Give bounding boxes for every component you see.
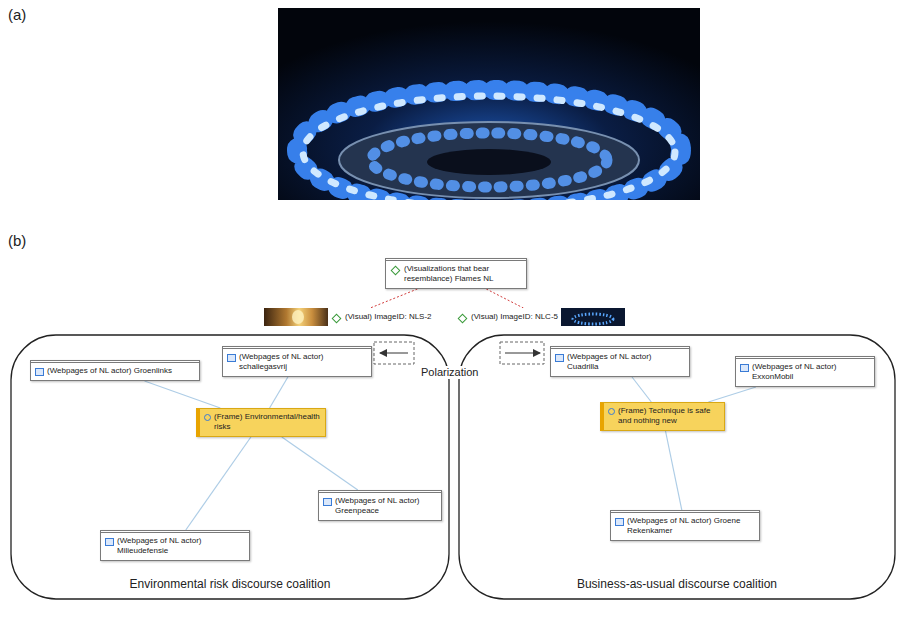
- connector: [666, 431, 682, 510]
- flame-core: [303, 96, 675, 200]
- entity-icon: [740, 364, 749, 372]
- entity-icon: [204, 414, 211, 421]
- node-text: (Visual) ImageID: NLC-5: [471, 312, 558, 322]
- coalition-region: Business-as-usual discourse coalition (We…: [458, 334, 896, 600]
- polarization-arrow: [380, 353, 408, 354]
- inner-flames: [371, 133, 607, 187]
- connector: [370, 289, 417, 308]
- actor-box: (Webpages of NL actor) Groenlinks: [30, 360, 200, 381]
- connector: [186, 437, 251, 530]
- node-text: (Webpages of NL actor) schaliegasvrij: [239, 352, 366, 372]
- panel-label: (b): [8, 232, 26, 250]
- visual-item: (Visual) ImageID: NLS-2: [262, 308, 434, 326]
- coalition-border: [11, 335, 449, 599]
- connector: [632, 377, 651, 402]
- node-text: Business-as-usual discourse coalition: [458, 577, 896, 591]
- entity-icon: [35, 368, 44, 376]
- flame-ring: [297, 90, 681, 200]
- entity-icon: [227, 354, 236, 362]
- node-text: (Frame) Technique is safe and nothing ne…: [618, 406, 719, 426]
- actor-box: (Webpages of NL actor) Groene Rekenkamer: [610, 510, 760, 541]
- coalition-region: Environmental risk discourse coalition (W…: [10, 334, 450, 600]
- flame-photo: [278, 8, 700, 200]
- image-thumbnail: [264, 308, 328, 326]
- actor-box: (Webpages of NL actor) Greenpeace: [318, 490, 442, 521]
- actor-box: (Visualizations that bear resemblance) F…: [385, 258, 527, 289]
- frame-box: (Frame) Technique is safe and nothing ne…: [600, 402, 725, 431]
- visual-icon: [458, 314, 468, 324]
- actor-box: (Webpages of NL actor) Milieudefensie: [100, 530, 250, 561]
- connector: [708, 387, 756, 402]
- entity-icon: [615, 518, 624, 526]
- node-text: (Webpages of NL actor) Cuadrilla: [567, 352, 684, 372]
- connector: [270, 377, 288, 408]
- thumbnail-flame: [292, 310, 304, 324]
- dashed-frame: [374, 342, 414, 364]
- burner-center: [427, 149, 551, 175]
- node-text: (Webpages of NL actor) Milieudefensie: [117, 536, 244, 556]
- visual-item: (Visual) ImageID: NLC-5: [455, 308, 627, 326]
- coalition-border: [459, 335, 895, 599]
- thumbnail-ground: [561, 308, 625, 326]
- connector: [486, 289, 523, 308]
- actor-box: (Webpages of NL actor) ExxonMobil: [735, 356, 875, 387]
- node-text: (Webpages of NL actor) Greenpeace: [335, 496, 436, 516]
- node-text: (Visual) ImageID: NLS-2: [345, 312, 432, 322]
- polarization-arrow: [505, 353, 540, 354]
- visual-icon: [332, 314, 342, 324]
- entity-icon: [105, 538, 114, 546]
- thumbnail-flame-ring: [573, 314, 613, 324]
- image-thumbnail: [561, 308, 625, 326]
- connector: [282, 437, 358, 490]
- dashed-frame: [500, 342, 544, 364]
- entity-icon: [391, 266, 401, 276]
- actor-box: (Webpages of NL actor) schaliegasvrij: [222, 346, 372, 377]
- panel-label: (a): [8, 6, 26, 24]
- thumbnail-ground: [264, 308, 328, 326]
- entity-icon: [608, 408, 615, 415]
- node-text: (Webpages of NL actor) Groenlinks: [47, 366, 172, 376]
- relation-label: Polarization: [418, 366, 481, 379]
- node-text: (Webpages of NL actor) Groene Rekenkamer: [627, 516, 754, 536]
- actor-box: (Webpages of NL actor) Cuadrilla: [550, 346, 690, 377]
- burner-cap: [339, 122, 639, 198]
- node-text: (Visualizations that bear resemblance) F…: [404, 264, 521, 284]
- node-text: (Frame) Environmental/health risks: [214, 412, 320, 432]
- frame-box: (Frame) Environmental/health risks: [196, 408, 326, 437]
- node-text: Environmental risk discourse coalition: [10, 577, 450, 591]
- node-text: (Webpages of NL actor) ExxonMobil: [752, 362, 869, 382]
- entity-icon: [323, 498, 332, 506]
- connector: [145, 381, 221, 408]
- entity-icon: [555, 354, 564, 362]
